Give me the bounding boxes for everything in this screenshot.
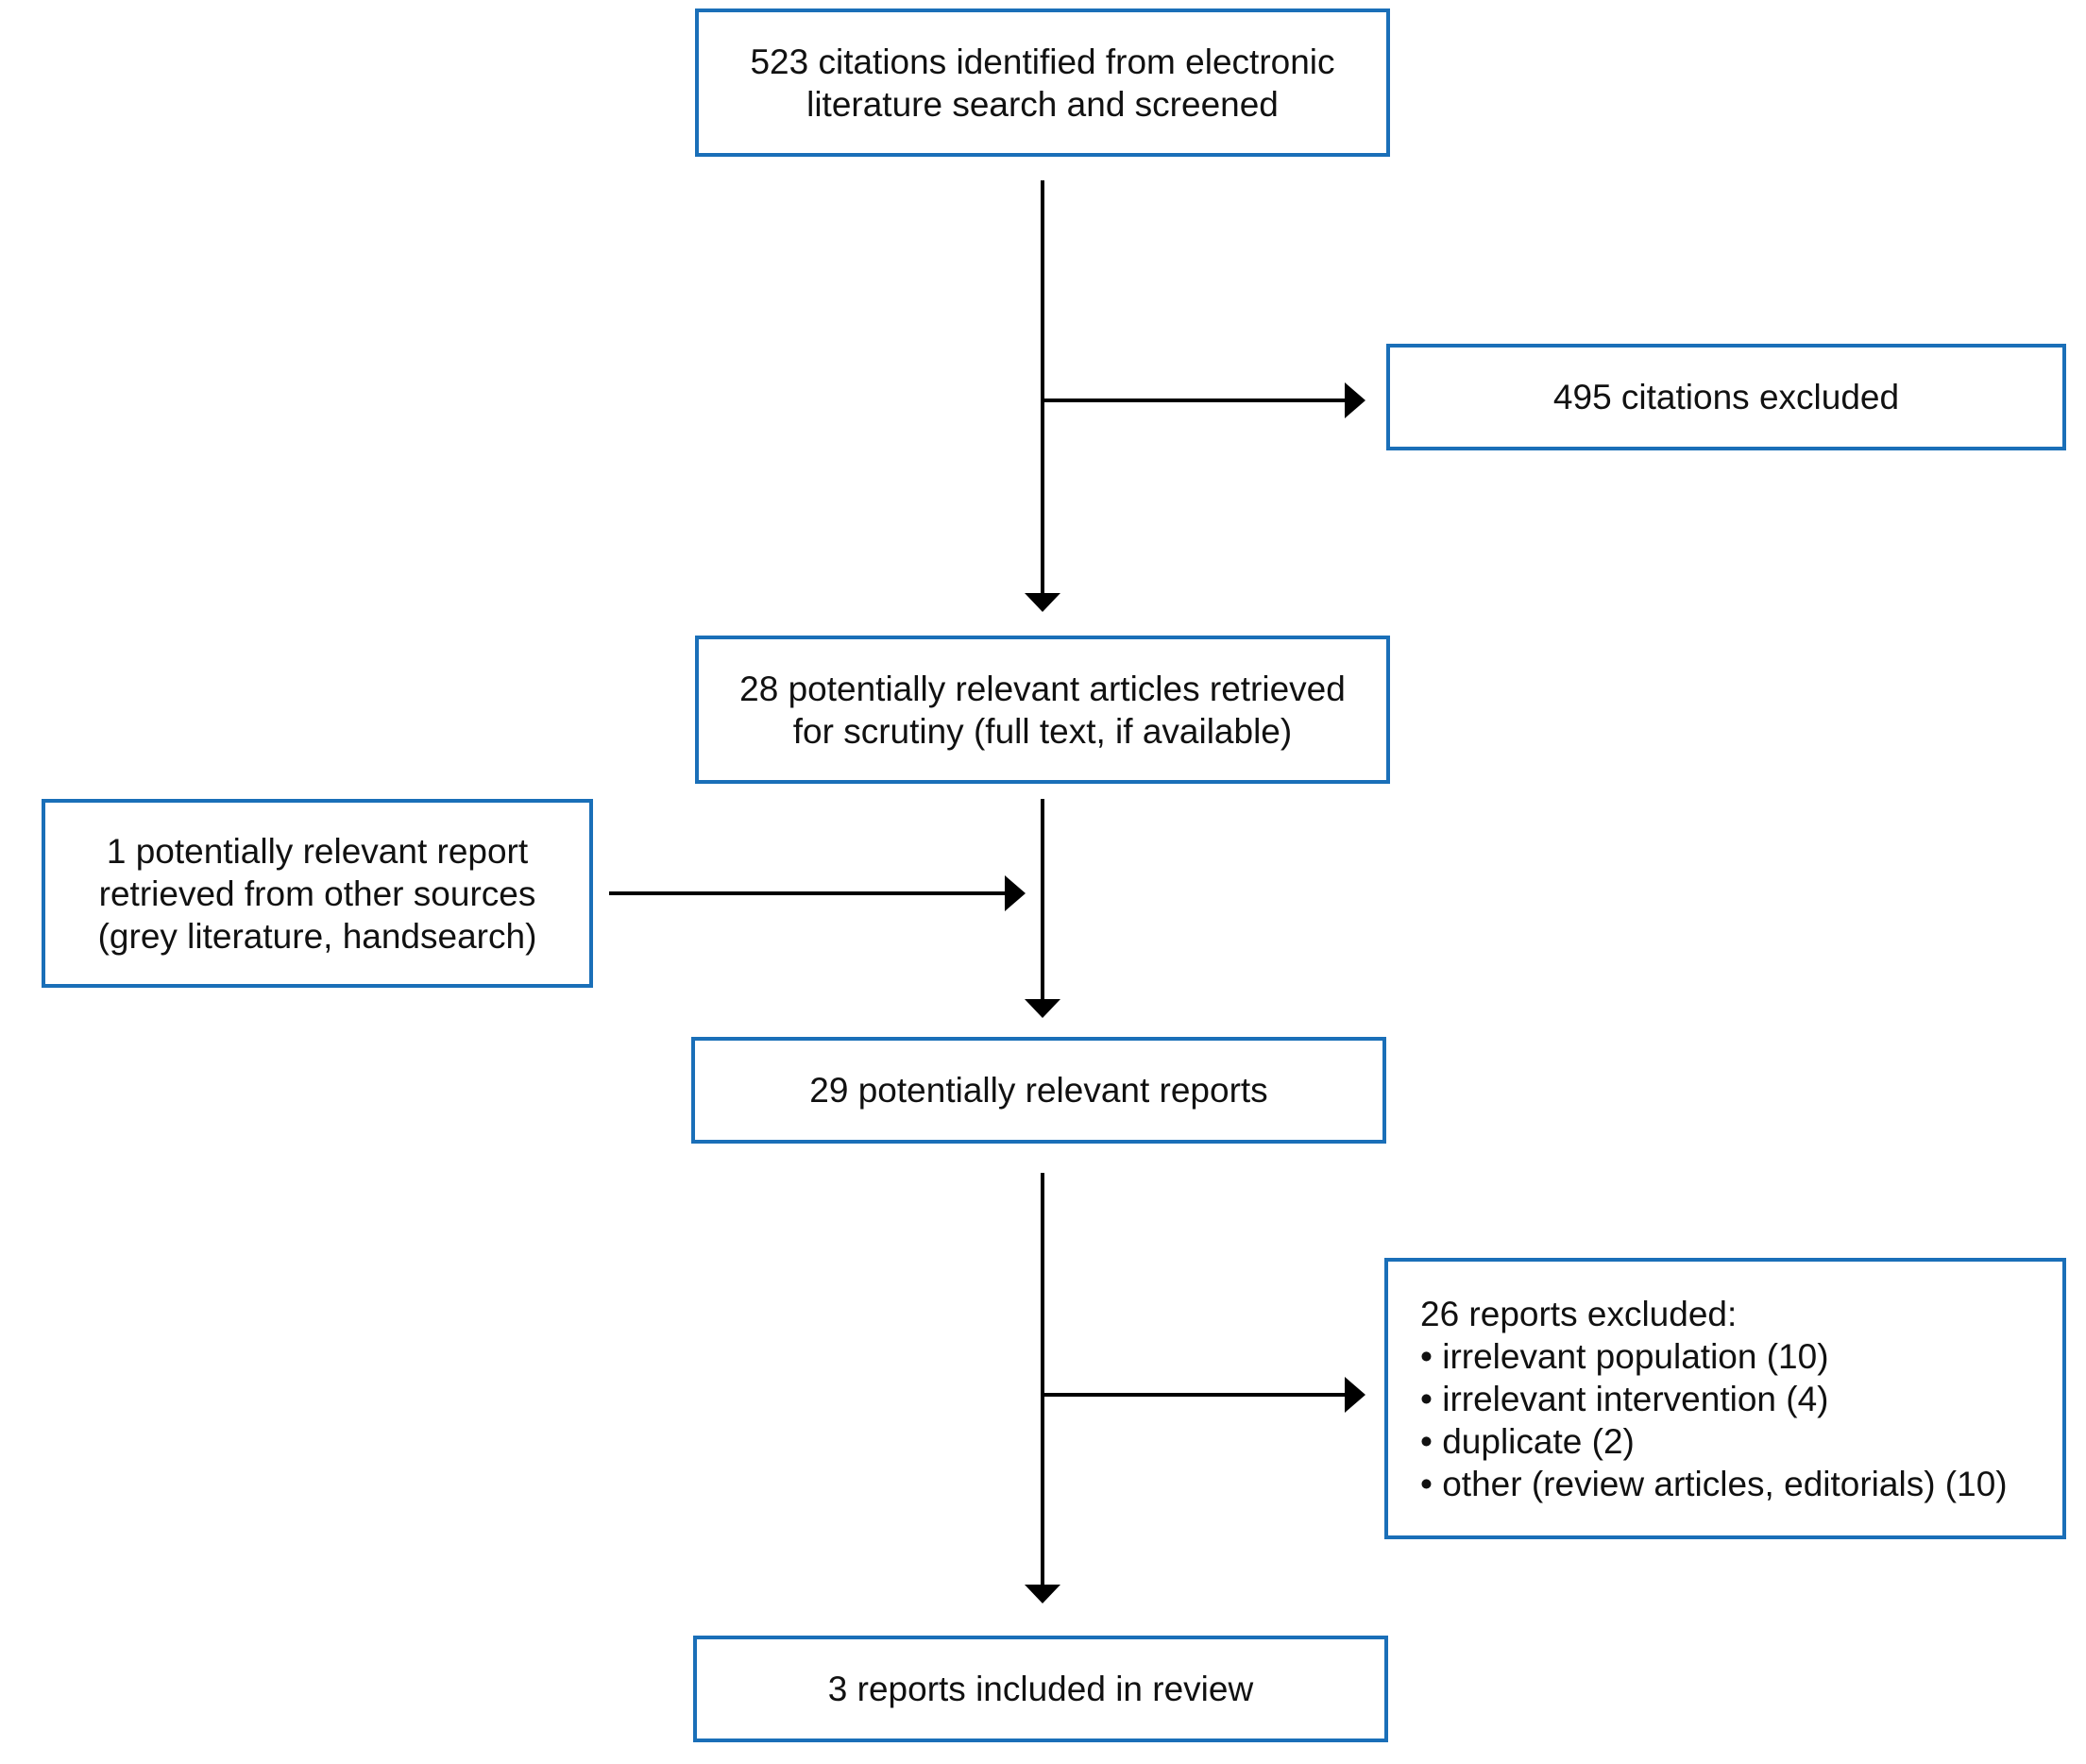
potential-reports-text: 29 potentially relevant reports xyxy=(809,1071,1268,1110)
retrieved-articles-text: 28 potentially relevant articles retriev… xyxy=(739,669,1346,751)
exclusion-reason-item: • other (review articles, editorials) (1… xyxy=(1420,1464,2008,1503)
exclusion-reason-item: • irrelevant intervention (4) xyxy=(1420,1379,1829,1418)
reports-excluded-box: 26 reports excluded: • irrelevant popula… xyxy=(1384,1258,2066,1539)
other-sources-box: 1 potentially relevant report retrieved … xyxy=(42,799,593,988)
arrowhead-down-3 xyxy=(1025,1585,1060,1603)
arrowhead-right-3 xyxy=(1345,1377,1365,1413)
identified-citations-text: 523 citations identified from electronic… xyxy=(750,42,1335,124)
exclusion-reason-item: • duplicate (2) xyxy=(1420,1421,1635,1461)
excluded-citations-box: 495 citations excluded xyxy=(1386,344,2066,450)
reports-excluded-heading: 26 reports excluded: xyxy=(1420,1294,1738,1333)
identified-citations-box: 523 citations identified from electronic… xyxy=(695,8,1390,157)
arrowhead-down-1 xyxy=(1025,593,1060,612)
reports-excluded-content: 26 reports excluded: • irrelevant popula… xyxy=(1420,1293,2008,1505)
potential-reports-box: 29 potentially relevant reports xyxy=(691,1037,1386,1144)
included-reports-box: 3 reports included in review xyxy=(693,1636,1388,1742)
exclusion-reason-item: • irrelevant population (10) xyxy=(1420,1336,1829,1376)
retrieved-articles-box: 28 potentially relevant articles retriev… xyxy=(695,636,1390,784)
excluded-citations-text: 495 citations excluded xyxy=(1552,378,1900,416)
included-reports-text: 3 reports included in review xyxy=(827,1670,1254,1708)
arrowhead-down-2 xyxy=(1025,999,1060,1018)
arrowhead-right-2 xyxy=(1005,875,1026,911)
arrowhead-right-1 xyxy=(1345,382,1365,418)
other-sources-text: 1 potentially relevant report retrieved … xyxy=(97,831,537,956)
